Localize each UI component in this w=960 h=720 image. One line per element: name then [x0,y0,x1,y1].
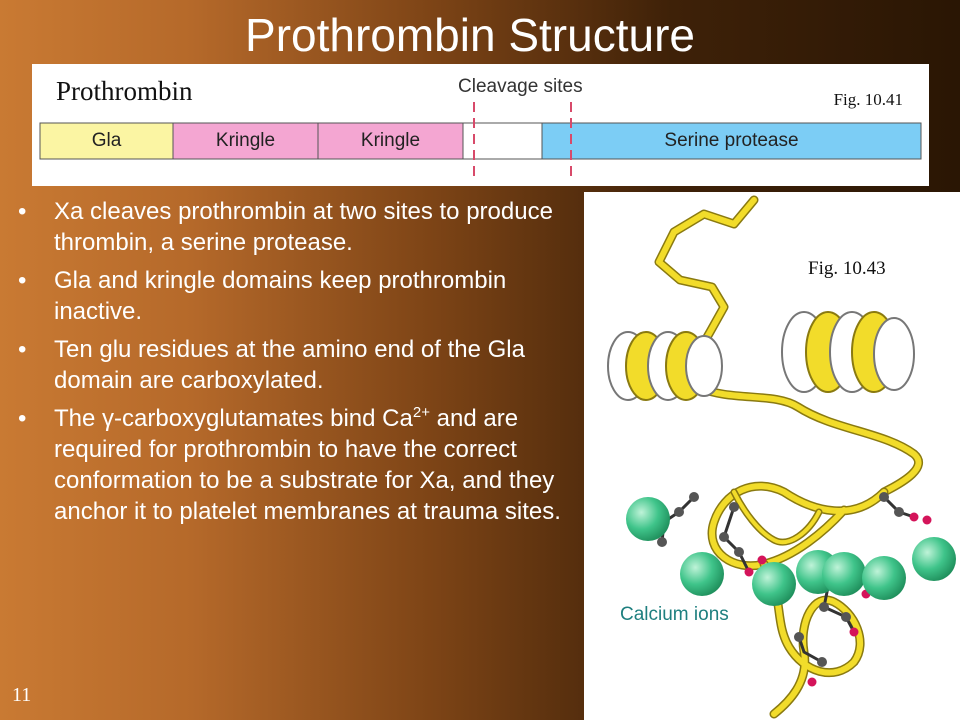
bullet-text: Ten glu residues at the amino end of the… [54,336,525,394]
bullet-list: • Xa cleaves prothrombin at two sites to… [18,196,568,534]
figure-label: Fig. 10.41 [833,90,903,109]
bullet-marker: • [18,405,27,432]
calcium-ion [752,562,796,606]
alpha-helix-left [607,331,723,401]
segment-label-gla: Gla [91,130,122,151]
bullet-text-post: and are required for prothrombin to have… [54,405,561,525]
slide-title: Prothrombin Structure [245,9,695,61]
bullet-item: • The γ-carboxyglutamates bind Ca2+ and … [18,403,568,527]
page-number: 11 [12,684,32,706]
calcium-ions [626,497,956,606]
figure-gla-domain-structure: Fig. 10.43 Calcium ions [584,192,960,720]
calcium-ions-label: Calcium ions [620,604,729,625]
gamma-symbol: γ [102,405,115,432]
calcium-ion [680,552,724,596]
bullet-item: • Xa cleaves prothrombin at two sites to… [18,196,568,258]
segment-label-kringle-2: Kringle [360,130,421,151]
bullet-marker: • [18,336,27,363]
bullet-marker: • [18,198,27,225]
bullet-text: The γ-carboxyglutamates bind Ca2+ and ar… [54,405,561,525]
segment-label-kringle-1: Kringle [215,130,276,151]
bullet-text: Gla and kringle domains keep prothrombin… [54,267,507,325]
bullet-item: • Ten glu residues at the amino end of t… [18,334,568,396]
bullet-marker: • [18,267,27,294]
protein-ribbon-illustration [607,195,956,719]
bullet-text-mid: -carboxyglutamates bind Ca [114,405,413,432]
segment-kringle-1 [172,122,319,160]
calcium-ion [822,552,866,596]
charge-superscript: 2+ [412,404,430,421]
bullet-text: Xa cleaves prothrombin at two sites to p… [54,198,553,256]
calcium-ion [626,497,670,541]
cleavage-sites-label: Cleavage sites [458,76,583,97]
domain-bar [39,102,922,180]
bullet-item: • Gla and kringle domains keep prothromb… [18,265,568,327]
figure-domain-diagram: Prothrombin Fig. 10.41 Cleavage sites Gl… [32,64,929,186]
segment-gla [39,122,174,160]
bullet-text-pre: The [54,405,103,432]
calcium-ion [912,537,956,581]
calcium-ion [862,556,906,600]
segment-serine-protease [541,122,922,160]
alpha-helix-right [781,311,915,393]
figure-label: Fig. 10.43 [808,258,886,279]
segment-label-serine-protease: Serine protease [664,130,799,151]
segment-kringle-2 [317,122,464,160]
figure-title: Prothrombin [56,76,193,106]
